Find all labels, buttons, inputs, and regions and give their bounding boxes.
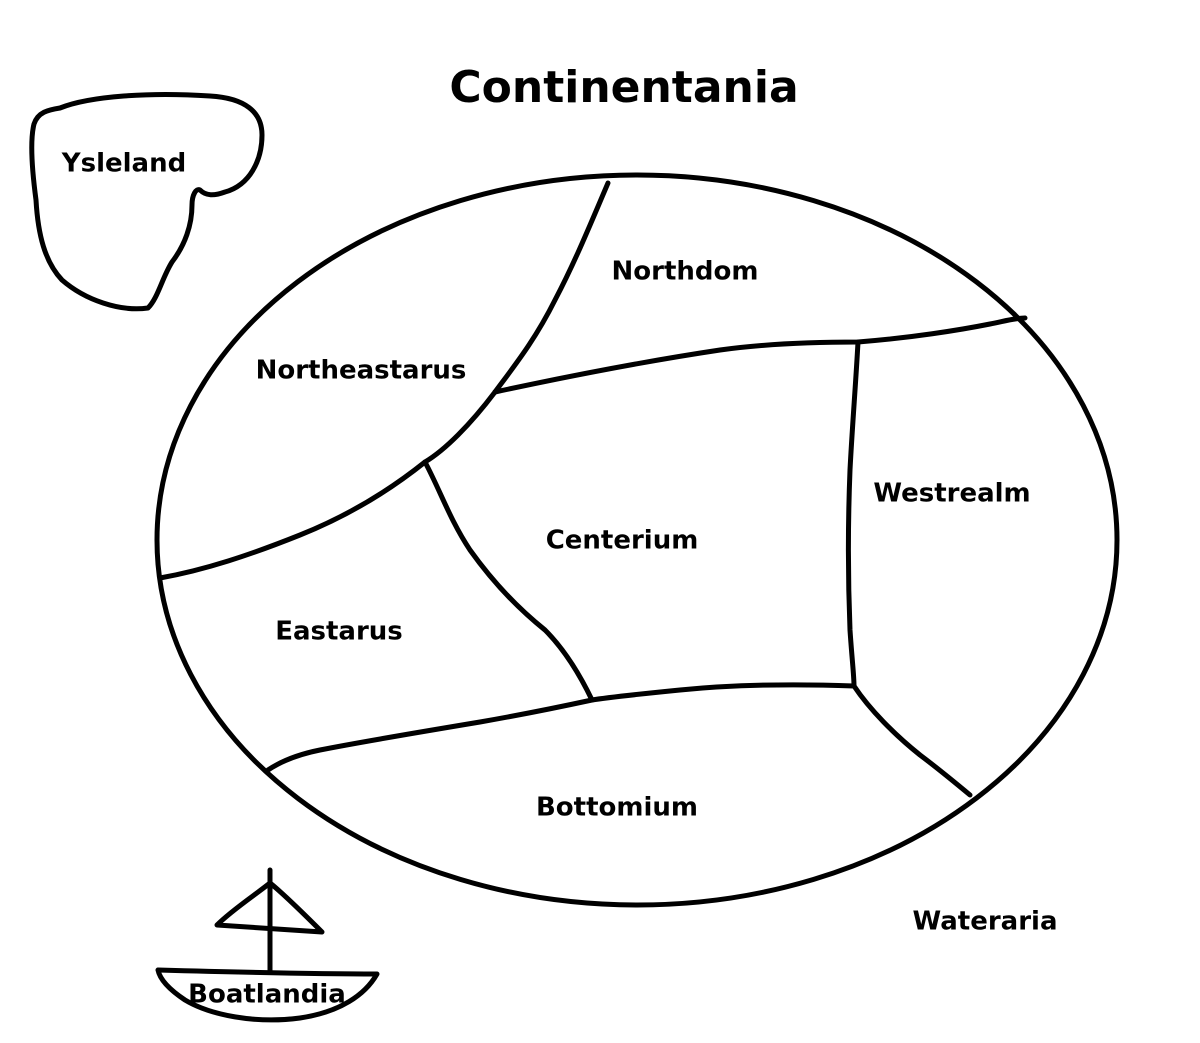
boat-sail-icon — [214, 880, 325, 935]
ysleland-island-outline — [29, 92, 265, 312]
border-northdom-south — [492, 315, 1028, 395]
region-label-eastarus: Eastarus — [275, 617, 403, 647]
continent-outline — [154, 172, 1120, 908]
border-centerium-westrealm — [846, 339, 861, 689]
region-label-westrealm: Westrealm — [873, 479, 1030, 509]
map-title: Continentania — [449, 62, 798, 113]
boat-hull-icon — [155, 967, 380, 1023]
border-centerium-bottomium — [589, 682, 857, 703]
region-label-northeastarus: Northeastarus — [256, 356, 467, 386]
region-label-northdom: Northdom — [612, 257, 759, 287]
region-label-centerium: Centerium — [546, 526, 699, 556]
border-northeastarus-eastarus — [157, 389, 498, 581]
border-northeastarus-northdom — [492, 180, 611, 395]
region-label-wateraria: Wateraria — [912, 907, 1057, 937]
border-centerium-eastarus — [422, 459, 595, 703]
border-eastarus-bottomium — [265, 697, 595, 773]
border-westrealm-bottomium — [851, 683, 973, 798]
region-label-bottomium: Bottomium — [536, 793, 698, 823]
region-label-ysleland: Ysleland — [61, 149, 186, 179]
region-label-boatlandia: Boatlandia — [188, 980, 346, 1010]
